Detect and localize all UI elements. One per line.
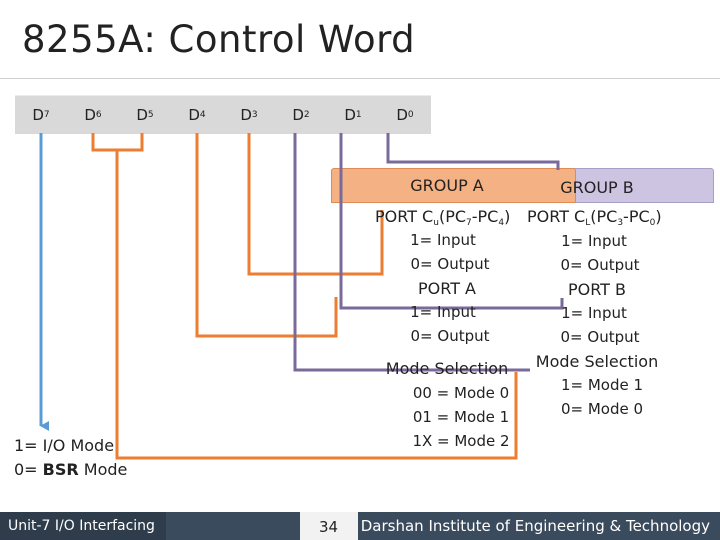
group-b-label: GROUP B [560,178,634,197]
bit-d4-sub: 4 [199,110,206,120]
bit-d5-label: D [136,106,148,124]
group-b-mode-selection: Mode Selection [535,352,659,371]
group-a-mode-1: 01 = Mode 1 [412,408,510,426]
bit-d1-label: D [344,106,356,124]
wire-d2 [293,133,530,372]
group-a-mode-0: 00 = Mode 0 [412,384,510,402]
port-b-output: 0= Output [560,328,640,346]
bit-d0-sub: 0 [407,110,414,120]
bit-d3-sub: 3 [251,110,258,120]
bit-d0-label: D [396,106,408,124]
bit-d4-label: D [188,106,200,124]
port-a-input: 1= Input [410,303,476,321]
footer-page-number: 34 [315,518,343,536]
page-title: 8255A: Control Word [22,18,416,61]
port-a-output: 0= Output [410,327,490,345]
footer-bar: Unit-7 I/O Interfacing 34 Darshan Instit… [0,512,720,540]
wire-d4 [195,133,338,338]
bit-d7-label: D [32,106,44,124]
port-c-lower-label: PORT CL(PC3-PC0) [527,207,662,228]
group-a-mode-2: 1X = Mode 2 [412,432,510,450]
bit-d3-label: D [240,106,252,124]
port-c-upper-input: 1= Input [410,231,476,249]
bit-d2-sub: 2 [303,110,310,120]
footer-unit: Unit-7 I/O Interfacing [0,512,166,540]
port-b-label: PORT B [567,280,627,299]
io-mode-line: 1= I/O Mode [14,436,115,455]
wire-d6-d5-mode [115,150,518,460]
group-b-mode-1: 1= Mode 1 [560,376,644,394]
wire-d1 [339,133,564,310]
bit-d5-sub: 5 [147,110,154,120]
group-b-mode-0: 0= Mode 0 [560,400,644,418]
bit-d2-label: D [292,106,304,124]
port-b-input: 1= Input [561,304,627,322]
port-c-upper-label: PORT Cu(PC7-PC4) [375,207,511,228]
wire-d6 [91,133,144,152]
port-c-lower-input: 1= Input [561,232,627,250]
wire-d3 [247,133,384,276]
group-a-header [331,168,576,203]
bit-d1-sub: 1 [355,110,362,120]
port-c-lower-output: 0= Output [560,256,640,274]
bit-d6-label: D [84,106,96,124]
bsr-mode-line: 0= BSR Mode [14,460,128,479]
bsr-mode-text: 1= I/O Mode 0= BSR Mode [14,434,127,482]
footer-institute: Darshan Institute of Engineering & Techn… [360,517,710,535]
title-divider [0,78,720,79]
group-a-mode-selection: Mode Selection [385,359,509,378]
port-c-upper-output: 0= Output [410,255,490,273]
group-a-label: GROUP A [410,176,484,195]
port-a-label: PORT A [418,279,476,298]
bit-d7-sub: 7 [43,110,50,120]
wire-d0 [386,133,560,170]
bit-d6-sub: 6 [95,110,102,120]
